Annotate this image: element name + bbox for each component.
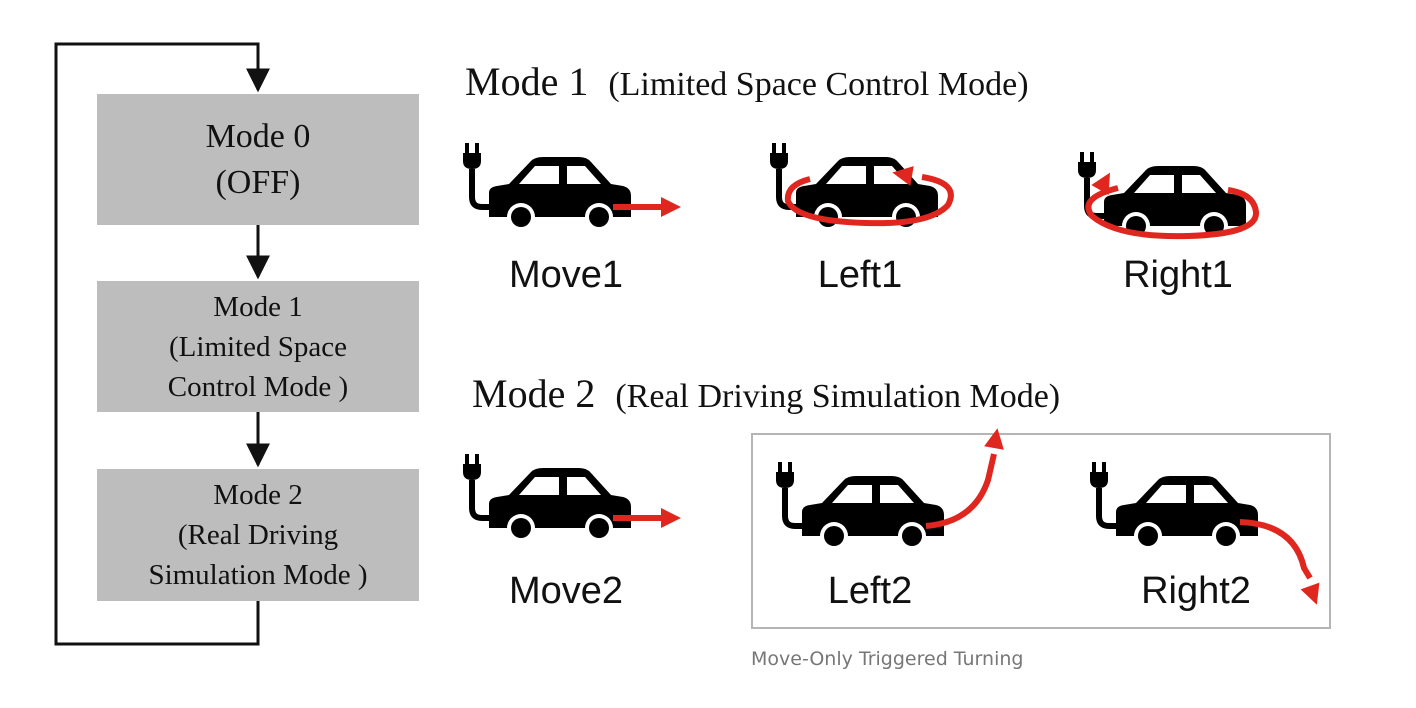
mode1-line1: Mode 1 <box>213 290 303 323</box>
move2-car-icon <box>463 454 681 542</box>
mode0-line1: Mode 0 <box>205 117 311 155</box>
car-body <box>489 157 631 231</box>
motion-arrow-icon <box>925 428 1004 529</box>
motion-arrow-icon <box>613 508 681 528</box>
move-only-triggered-turning-group <box>751 433 1331 629</box>
left2-label: Left2 <box>827 570 913 612</box>
plug-icon <box>463 454 493 521</box>
mode0-box: Mode 0 (OFF) <box>97 94 419 225</box>
mode2-heading-subtitle: (Real Driving Simulation Mode) <box>615 378 1061 415</box>
car-body <box>489 468 631 542</box>
group-caption: Move-Only Triggered Turning <box>751 648 1024 670</box>
mode1-heading-subtitle: (Limited Space Control Mode) <box>608 66 1029 103</box>
left1-car-icon <box>770 143 954 231</box>
mode2-box: Mode 2 (Real Driving Simulation Mode ) <box>97 469 419 601</box>
plug-icon <box>463 143 493 210</box>
right2-car-icon <box>1090 462 1320 605</box>
mode1-box: Mode 1 (Limited Space Control Mode ) <box>97 281 419 412</box>
mode1-line3: Control Mode ) <box>167 370 349 403</box>
move2-label: Move2 <box>508 570 624 612</box>
loop-back-connector <box>54 42 270 646</box>
right1-car-icon <box>1078 152 1259 240</box>
left1-label: Left1 <box>817 254 903 296</box>
motion-arrow-icon <box>1085 172 1259 240</box>
plug-icon <box>1090 462 1120 529</box>
mode1-line2: (Limited Space <box>169 330 347 363</box>
mode2-heading-title: Mode 2 <box>472 371 596 416</box>
car-body <box>1116 476 1258 550</box>
car-body <box>802 476 944 550</box>
motion-arrow-icon <box>1239 519 1320 605</box>
right2-label: Right2 <box>1141 570 1251 612</box>
mode1-heading-title: Mode 1 <box>465 59 589 104</box>
mode2-line1: Mode 2 <box>213 479 303 511</box>
move1-label: Move1 <box>508 254 624 296</box>
mode2-line3: Simulation Mode ) <box>148 559 368 591</box>
mode2-heading: Mode 2 (Real Driving Simulation Mode) <box>472 370 1060 417</box>
motion-arrow-icon <box>784 166 954 227</box>
plug-icon <box>776 462 806 529</box>
mode1-heading: Mode 1 (Limited Space Control Mode) <box>465 58 1029 105</box>
left2-car-icon <box>776 428 1004 550</box>
mode2-line2: (Real Driving <box>177 519 339 551</box>
motion-arrow-icon <box>613 197 681 217</box>
right1-label: Right1 <box>1123 254 1233 296</box>
mode0-line2: (OFF) <box>215 163 301 201</box>
move1-car-icon <box>463 143 681 231</box>
